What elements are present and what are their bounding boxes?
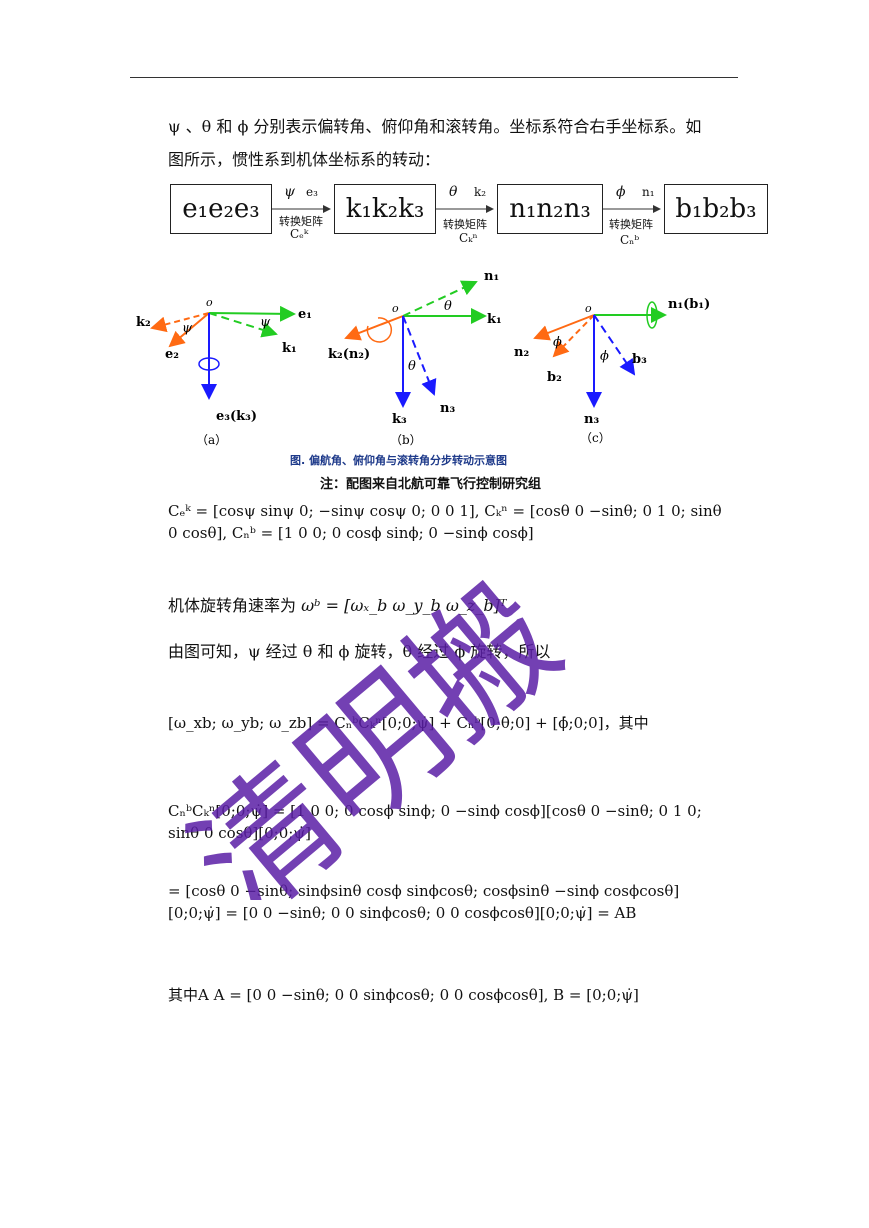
eq-ab-body: A = [0 0 −sinθ; 0 0 sinϕcosθ; 0 0 cosϕco… xyxy=(213,986,639,1004)
eq-omega-line: 机体旋转角速率为 ωᵇ = [ωₓ_b ω_y_b ω_z_b]ᵀ xyxy=(168,592,507,620)
diagram-a-e2: e₂ xyxy=(165,347,179,362)
flow-box-e: e₁e₂e₃ xyxy=(170,184,272,234)
flow-matrix-2: Cₖⁿ xyxy=(459,231,478,245)
flow-label-1: 转换矩阵 xyxy=(279,215,323,228)
flow-label-2: 转换矩阵 xyxy=(443,218,487,231)
eq-ab-prefix: 其中A xyxy=(168,986,209,1004)
diagram-a-e3k3: e₃(k₃) xyxy=(216,409,257,424)
diagram-b-k3: k₃ xyxy=(392,412,407,427)
eq-omega-def: ωᵇ = [ωₓ_b ω_y_b ω_z_b]ᵀ xyxy=(301,596,507,615)
diagram-c-phi-2: ϕ xyxy=(600,349,609,364)
intro-line-2: 图所示，惯性系到机体坐标系的转动： xyxy=(168,150,441,169)
eq-product-1: CₙᵇCₖⁿ[0;0;ψ̇] = [1 0 0; 0 cosϕ sinϕ; 0 … xyxy=(168,802,702,842)
diagram-a-caption: （a） xyxy=(196,433,227,447)
diagram-c-origin: o xyxy=(585,302,592,315)
eq-knowing-line: 由图可知，ψ 经过 θ 和 ϕ 旋转，θ 经过 ϕ 旋转，所以 xyxy=(168,642,551,661)
diagram-c-n2: n₂ xyxy=(514,345,529,360)
diagram-c-caption: （c） xyxy=(580,431,611,445)
diagram-b-caption: （b） xyxy=(390,433,422,447)
flow-box-b: b₁b₂b₃ xyxy=(664,184,768,234)
diagram-b-origin: o xyxy=(392,302,399,315)
eq-product-2: = [cosθ 0 −sinθ; sinϕsinθ cosϕ sinϕcosθ;… xyxy=(168,882,680,922)
flow-angle-3: ϕ xyxy=(616,184,626,200)
flow-angle-1: ψ xyxy=(284,184,295,200)
diagram-b-n3: n₃ xyxy=(440,401,455,416)
diagram-c: o n₁(b₁) n₂ b₂ b₃ n₃ ϕ ϕ （c） xyxy=(514,297,710,445)
diagram-b-theta-1: θ xyxy=(444,299,452,314)
rotation-diagrams: o e₁ k₁ k₂ e₂ e₃(k₃) ψ ψ （a） o n₁ k₁ k₂(… xyxy=(136,269,710,447)
figure-note: 注：配图来自北航可靠飞行控制研究组 xyxy=(320,477,542,492)
diagram-a-e1: e₁ xyxy=(298,307,312,322)
diagram-b-theta-2: θ xyxy=(408,359,416,374)
figure-caption: 图. 偏航角、俯仰角与滚转角分步转动示意图 xyxy=(290,454,508,467)
eq-rotation-matrices: Cₑᵏ = [cosψ sinψ 0; −sinψ cosψ 0; 0 0 1]… xyxy=(168,502,722,542)
flow-label-3: 转换矩阵 xyxy=(609,218,653,231)
eq-kinematic: [ω_xb; ω_yb; ω_zb] = CₙᵇCₖⁿ[0;0;ψ̇] + Cₙ… xyxy=(168,714,649,732)
flow-box-n: n₁n₂n₃ xyxy=(497,184,603,234)
diagram-c-b3: b₃ xyxy=(632,352,647,367)
diagram-b: o n₁ k₁ k₂(n₂) k₃ n₃ θ θ （b） xyxy=(328,269,502,447)
diagram-a-k1: k₁ xyxy=(282,341,297,356)
flow-box-k: k₁k₂k₃ xyxy=(334,184,436,234)
header-rule xyxy=(130,77,738,78)
diagram-c-phi-1: ϕ xyxy=(553,335,562,350)
flow-matrix-1: Cₑᵏ xyxy=(290,227,309,241)
diagram-a-psi-2: ψ xyxy=(260,315,271,330)
watermark-text: 清明搬 xyxy=(163,555,590,900)
flow-angle-2: θ xyxy=(449,184,458,200)
flow-axis-2: k₂ xyxy=(474,185,487,199)
flow-arrows xyxy=(272,205,661,213)
diagram-b-k1: k₁ xyxy=(487,312,502,327)
eq-omega-label: 机体旋转角速率为 xyxy=(168,596,297,615)
diagram-a-psi-1: ψ xyxy=(182,321,193,336)
eq-ab-def: 其中A A = [0 0 −sinθ; 0 0 sinϕcosθ; 0 0 co… xyxy=(168,984,639,1005)
diagram-c-n3: n₃ xyxy=(584,412,599,427)
diagram-a: o e₁ k₁ k₂ e₂ e₃(k₃) ψ ψ （a） xyxy=(136,296,312,447)
watermark: 清明搬 xyxy=(163,555,590,900)
diagram-c-n1b1: n₁(b₁) xyxy=(668,297,710,312)
diagram-b-n1: n₁ xyxy=(484,269,499,284)
diagram-c-b2: b₂ xyxy=(547,370,562,385)
diagram-a-origin: o xyxy=(206,296,213,309)
flow-axis-3: n₁ xyxy=(642,185,655,199)
flow-matrix-3: Cₙᵇ xyxy=(620,233,640,247)
flow-axis-1: e₃ xyxy=(306,185,318,199)
intro-line-1: ψ 、θ 和 ϕ 分别表示偏转角、俯仰角和滚转角。坐标系符合右手坐标系。如 xyxy=(168,117,702,136)
diagram-b-k2n2: k₂(n₂) xyxy=(328,347,370,362)
diagram-a-k2: k₂ xyxy=(136,315,151,330)
